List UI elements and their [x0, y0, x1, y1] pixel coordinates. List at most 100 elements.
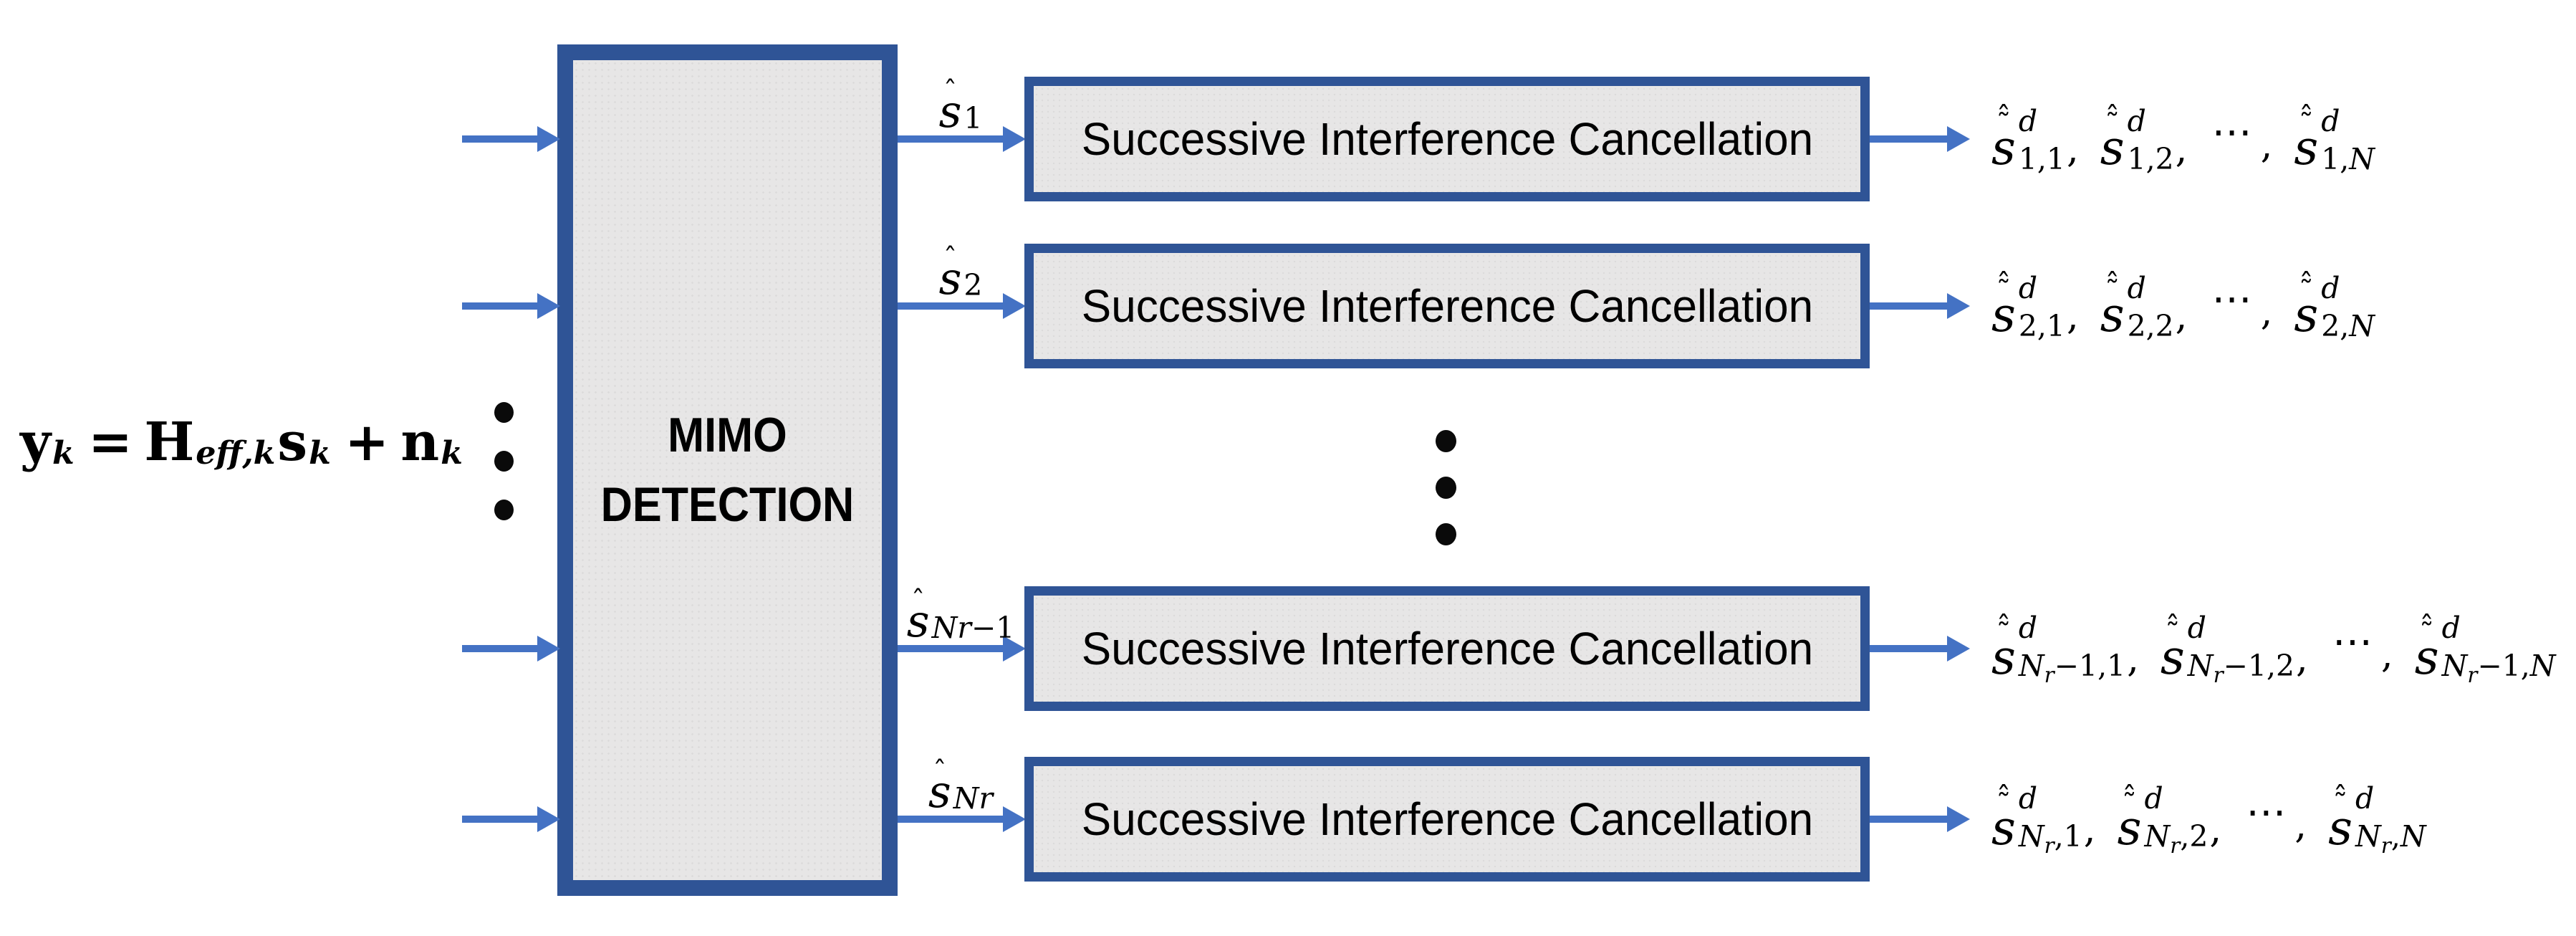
term-superscript: d: [2018, 271, 2038, 306]
term-subscript: Nr−1,2: [2187, 649, 2295, 688]
sic-box: Successive Interference Cancellation: [1024, 77, 1870, 201]
arrow-shaft: [898, 302, 1006, 310]
sic-box-label: Successive Interference Cancellation: [1081, 280, 1813, 332]
arrow-shaft: [1870, 645, 1950, 652]
comma-separator: ,: [2127, 636, 2139, 681]
hat-tilde-s: ˆ˜s: [2160, 613, 2185, 686]
term-subscript: 1,N: [2321, 142, 2375, 176]
hat-tilde-s: ˆ˜s: [2117, 783, 2142, 856]
ellipsis-dot: [494, 500, 514, 520]
comma-separator: ,: [2066, 127, 2079, 171]
comma-separator: ,: [2294, 803, 2307, 847]
comma-separator: ,: [2296, 636, 2308, 681]
term-superscript: d: [2018, 611, 2038, 646]
mimo-detection-box: MIMO DETECTION: [557, 44, 898, 896]
hat-tilde-s: ˆ˜s: [2100, 270, 2125, 343]
arrow-shaft: [462, 302, 540, 310]
input-arrow: [462, 293, 560, 319]
arrow-shaft: [462, 816, 540, 823]
eq-H: H: [144, 411, 195, 473]
term-superscript: d: [2018, 781, 2038, 816]
s-symbol: s: [938, 252, 962, 305]
comma-separator: ,: [2380, 632, 2393, 677]
input-ellipsis-dots: [494, 402, 514, 520]
term-superscript: d: [2018, 104, 2038, 139]
cdots-ellipsis: ⋯: [2211, 275, 2252, 323]
term-superscript: d: [2127, 104, 2146, 139]
arrow-shaft: [898, 135, 1006, 143]
input-arrow: [462, 806, 560, 832]
s-symbol: s: [2328, 801, 2352, 856]
sic-box-label: Successive Interference Cancellation: [1081, 623, 1813, 674]
detected-stream-arrow: [898, 636, 1026, 662]
arrow-label-subscript: Nr−1: [931, 611, 1015, 646]
eq-n-sub: k: [441, 434, 463, 472]
hat-tilde-s: ˆ˜s: [1991, 613, 2016, 682]
cdots-ellipsis: ⋯: [2211, 108, 2252, 156]
s-symbol: s: [2117, 801, 2142, 856]
term-subscript: 2,1: [2018, 309, 2065, 343]
comma-separator: ,: [2175, 294, 2188, 338]
sic-box: Successive Interference Cancellation: [1024, 757, 1870, 882]
arrow-head-icon: [1003, 126, 1026, 152]
eq-s: s: [277, 411, 308, 473]
s-symbol: s: [2294, 287, 2319, 343]
arrow-head-icon: [1947, 126, 1970, 152]
mimo-label-line2: DETECTION: [600, 477, 855, 532]
term-superscript: d: [2441, 611, 2461, 646]
cdots-ellipsis: ⋯: [2246, 788, 2287, 836]
term-superscript: d: [2321, 104, 2340, 139]
arrow-head-icon: [1947, 636, 1970, 662]
ellipsis-dot: [494, 402, 514, 423]
comma-separator: ,: [2083, 807, 2096, 851]
hat-tilde-s: ˆ˜s: [1991, 270, 2016, 339]
arrow-shaft: [1870, 816, 1950, 823]
output-arrow: [1870, 293, 1970, 319]
s-symbol: s: [2414, 630, 2439, 686]
comma-separator: ,: [2209, 807, 2222, 851]
arrow-head-icon: [1003, 806, 1026, 832]
arrow-label-subscript: Nr: [953, 781, 994, 816]
arrow-head-icon: [537, 806, 560, 832]
s-symbol: s: [2100, 287, 2125, 343]
ellipsis-dot: [1436, 430, 1456, 452]
arrow-head-icon: [537, 126, 560, 152]
term-subscript: Nr,N: [2355, 819, 2426, 859]
output-arrow: [1870, 806, 1970, 832]
eq-H-sub: eff,k: [196, 434, 276, 472]
term-superscript: d: [2127, 271, 2146, 306]
sic-box: Successive Interference Cancellation: [1024, 244, 1870, 368]
term-subscript: Nr−1,1: [2018, 649, 2126, 688]
arrow-head-icon: [1003, 293, 1026, 319]
arrow-shaft: [462, 135, 540, 143]
s-symbol: s: [2160, 630, 2185, 686]
detected-stream-arrow: [898, 806, 1026, 832]
term-subscript: 2,2: [2127, 309, 2174, 343]
ellipsis-dot: [1436, 477, 1456, 499]
term-superscript: d: [2187, 611, 2206, 646]
term-subscript: 2,N: [2321, 309, 2375, 343]
arrow-shaft: [898, 816, 1006, 823]
hat-tilde-s: ˆ˜s: [2328, 783, 2352, 856]
sic-box-label: Successive Interference Cancellation: [1081, 793, 1813, 845]
